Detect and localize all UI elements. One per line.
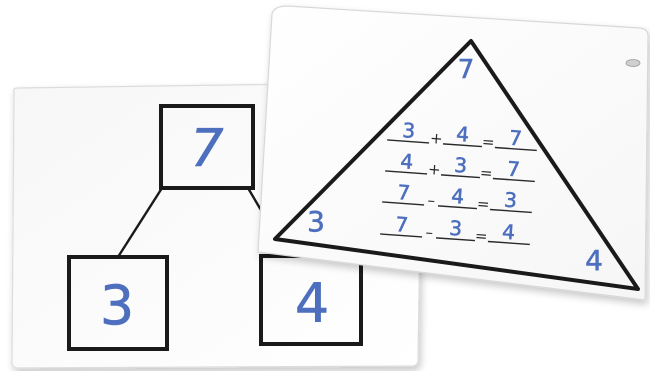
triangle-top-number: 7 xyxy=(458,55,475,85)
eq2-op: + xyxy=(427,160,441,179)
eq2-result: 7 xyxy=(506,157,520,182)
right-board: 7 3 4 3 + 4 = 7 4 + 3 = xyxy=(258,6,648,300)
eq1-a: 3 xyxy=(402,118,416,143)
bond-box-bottom-left-number: 3 xyxy=(100,274,134,337)
eq4-op: – xyxy=(425,223,434,241)
board-logo-mark xyxy=(626,60,640,67)
eq2-b: 3 xyxy=(454,153,468,178)
eq4-eq: = xyxy=(474,227,488,246)
eq1-b: 4 xyxy=(456,122,470,147)
bond-box-top-number: 7 xyxy=(190,119,223,179)
eq1-op: + xyxy=(429,129,443,148)
eq1-result: 7 xyxy=(508,126,522,151)
eq3-result: 3 xyxy=(503,188,517,213)
triangle-right-number: 4 xyxy=(585,244,603,277)
eq4-b: 3 xyxy=(449,216,463,241)
bond-box-bottom-right-number: 4 xyxy=(295,272,329,335)
eq3-a: 7 xyxy=(397,180,411,205)
eq3-b: 4 xyxy=(451,184,465,209)
eq2-a: 4 xyxy=(400,149,414,174)
eq3-eq: = xyxy=(476,195,490,214)
eq4-a: 7 xyxy=(395,212,409,237)
eq4-result: 4 xyxy=(501,220,515,245)
eq3-op: – xyxy=(427,191,436,209)
eq2-eq: = xyxy=(479,164,493,183)
eq1-eq: = xyxy=(481,133,495,152)
triangle-left-number: 3 xyxy=(307,205,325,238)
